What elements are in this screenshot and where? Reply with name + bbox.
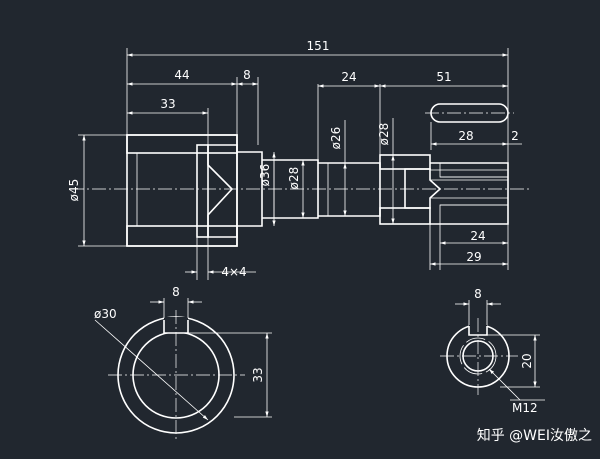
main-dimensions: 151 44 8 33 24 51 28 2 ø45 ø36 ø28 <box>67 39 522 280</box>
dim-2: 2 <box>511 129 519 143</box>
dim-29: 29 <box>466 250 481 264</box>
dim-28-slot: 28 <box>458 129 473 143</box>
dim-44: 44 <box>174 68 189 82</box>
dim-dia26: ø26 <box>329 127 343 150</box>
section-left: ø30 8 33 <box>94 285 272 440</box>
groove <box>196 144 209 238</box>
dim-51: 51 <box>436 70 451 84</box>
end-hatch-bottom <box>439 204 509 225</box>
dim-dia45: ø45 <box>67 179 81 202</box>
section-right: 8 20 M12 <box>440 287 545 415</box>
dim-24-top: 24 <box>341 70 356 84</box>
dim-151: 151 <box>307 39 330 53</box>
right-section-top <box>379 154 431 170</box>
watermark: 知乎 @WEI汝傲之 <box>477 427 592 444</box>
dim-4x4: 4×4 <box>221 265 246 279</box>
sec-left-key-depth: 33 <box>251 367 265 382</box>
hub-top-wall <box>126 134 238 154</box>
shaft-dia26 <box>318 162 381 217</box>
cone-hatch <box>207 144 238 238</box>
dim-dia28-left: ø28 <box>287 167 301 190</box>
sec-left-key-width: 8 <box>172 285 180 299</box>
right-section-bottom <box>379 207 431 225</box>
right-section-cone <box>404 168 442 209</box>
dim-dia36: ø36 <box>258 164 272 187</box>
keyed-end <box>430 162 509 225</box>
dim-dia28-top: ø28 <box>377 123 391 146</box>
sec-left-dia30: ø30 <box>94 307 117 321</box>
sec-right-key-depth: 20 <box>520 353 534 368</box>
sec-right-key-width: 8 <box>474 287 482 301</box>
sec-right-thread: M12 <box>512 401 538 415</box>
hub-bottom-wall <box>126 225 238 247</box>
hub-outline <box>126 134 238 247</box>
dim-24-bottom: 24 <box>470 229 485 243</box>
shaft-dia28 <box>262 159 319 219</box>
dim-8-groove: 8 <box>243 68 251 82</box>
dim-33: 33 <box>160 97 175 111</box>
shaft-dia36 <box>237 151 263 227</box>
